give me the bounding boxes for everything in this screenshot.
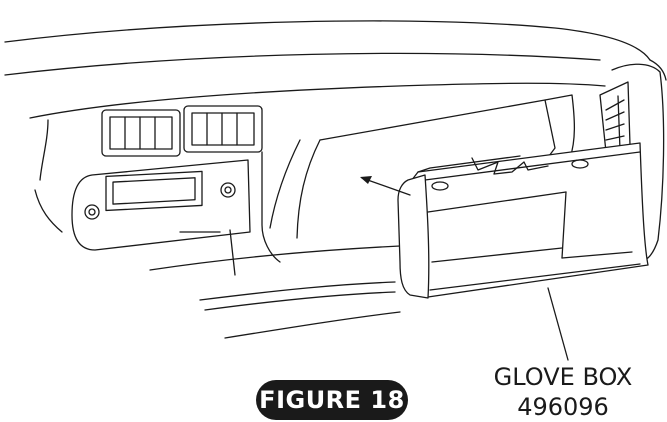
figure-label-badge: FIGURE 18: [256, 380, 408, 420]
glove-box-callout: GLOVE BOX 496096: [478, 362, 648, 422]
dash-air-vents: [101, 105, 263, 157]
glove-box-part: [397, 142, 649, 299]
dashboard-pad: [4, 20, 667, 263]
radio-panel: [71, 159, 251, 251]
callout-part-name: GLOVE BOX: [493, 363, 633, 391]
lower-dash-lines: [34, 139, 401, 339]
install-direction-arrow: [360, 176, 411, 196]
callout-part-number: 496096: [517, 393, 609, 421]
hinge-bracket: [599, 81, 631, 153]
callout-leader-line: [547, 287, 569, 361]
